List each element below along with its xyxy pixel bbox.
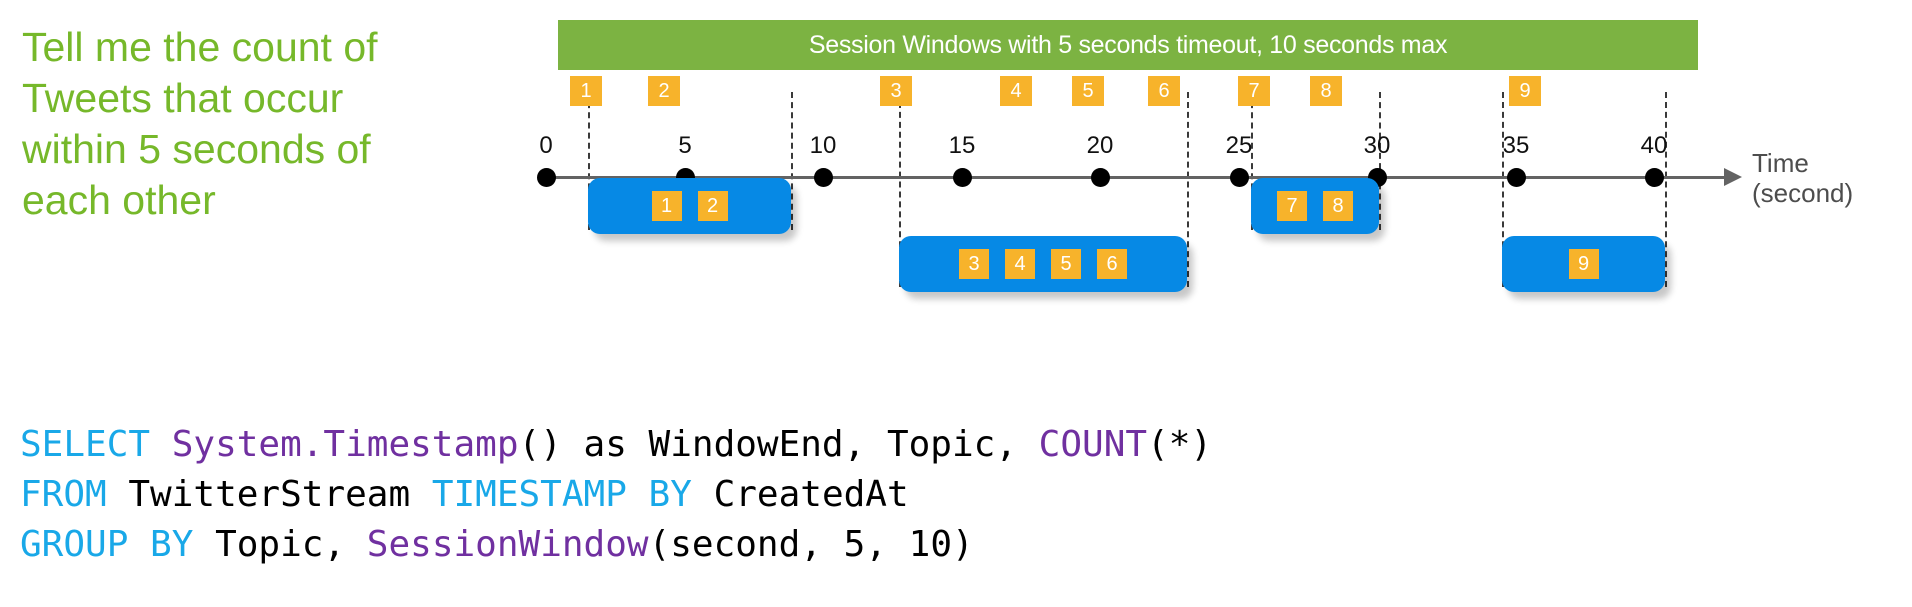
axis-tick-label-25: 25 <box>1225 132 1253 159</box>
axis-tick-label-5: 5 <box>678 132 692 159</box>
timeline-axis <box>546 176 1728 179</box>
sql-line: FROM TwitterStream TIMESTAMP BY CreatedA… <box>20 470 1212 520</box>
window-tweet-badge-4: 4 <box>1005 249 1035 279</box>
axis-dot-15 <box>953 168 972 187</box>
sql-token: (second, 5, 10) <box>648 524 974 565</box>
boundary-line <box>899 92 901 287</box>
axis-title-main: Time <box>1752 148 1809 178</box>
sql-token: (*) <box>1147 424 1213 465</box>
boundary-line <box>1502 92 1504 287</box>
boundary-line <box>1665 92 1667 287</box>
window-tweet-badge-2: 2 <box>697 191 728 221</box>
boundary-line <box>1187 92 1189 287</box>
prompt-text: Tell me the count of Tweets that occur w… <box>22 24 378 223</box>
sql-token: System.Timestamp <box>171 424 519 465</box>
axis-tick-label-40: 40 <box>1640 132 1668 159</box>
window-tweet-badge-1: 1 <box>651 191 682 221</box>
sql-token: FROM <box>20 474 129 515</box>
tweet-badge-9: 9 <box>1509 76 1541 106</box>
session-window-banner: Session Windows with 5 seconds timeout, … <box>558 20 1698 70</box>
axis-dot-20 <box>1091 168 1110 187</box>
axis-tick-label-20: 20 <box>1086 132 1114 159</box>
tweet-badge-2: 2 <box>648 76 680 106</box>
axis-dot-35 <box>1507 168 1526 187</box>
session-window-4: 9 <box>1502 236 1665 292</box>
window-tweet-badge-5: 5 <box>1051 249 1081 279</box>
sql-token: SessionWindow <box>366 524 649 565</box>
window-tweet-badge-7: 7 <box>1277 191 1307 221</box>
axis-title: Time (second) <box>1752 148 1853 208</box>
axis-dot-40 <box>1645 168 1664 187</box>
sql-line: GROUP BY Topic, SessionWindow(second, 5,… <box>20 520 1212 570</box>
axis-tick-label-15: 15 <box>948 132 976 159</box>
axis-title-unit: (second) <box>1752 178 1854 208</box>
sql-token: CreatedAt <box>713 474 909 515</box>
axis-dot-25 <box>1230 168 1249 187</box>
axis-tick-label-30: 30 <box>1363 132 1391 159</box>
window-tweet-badge-8: 8 <box>1323 191 1353 221</box>
axis-tick-label-35: 35 <box>1502 132 1530 159</box>
sql-token: GROUP BY <box>20 524 216 565</box>
axis-dot-10 <box>814 168 833 187</box>
tweet-badge-8: 8 <box>1310 76 1342 106</box>
sql-token: TIMESTAMP BY <box>431 474 714 515</box>
boundary-line <box>1251 92 1253 230</box>
boundary-line <box>791 92 793 230</box>
window-tweet-badge-3: 3 <box>959 249 989 279</box>
window-tweet-badge-6: 6 <box>1097 249 1127 279</box>
timeline-arrow-icon <box>1724 168 1742 186</box>
sql-token: COUNT <box>1038 424 1148 465</box>
sql-token: () as WindowEnd, Topic, <box>518 424 1039 465</box>
sql-token: TwitterStream <box>128 474 432 515</box>
boundary-line <box>588 92 590 230</box>
tweet-badge-7: 7 <box>1238 76 1270 106</box>
sql-query: SELECT System.Timestamp() as WindowEnd, … <box>20 420 1212 570</box>
axis-tick-label-0: 0 <box>539 132 553 159</box>
tweet-badge-5: 5 <box>1072 76 1104 106</box>
tweet-badge-1: 1 <box>570 76 602 106</box>
window-tweet-badge-9: 9 <box>1568 249 1599 279</box>
tweet-badge-6: 6 <box>1148 76 1180 106</box>
sql-token: Topic, <box>215 524 367 565</box>
axis-dot-0 <box>537 168 556 187</box>
sql-token: SELECT <box>20 424 172 465</box>
sql-line: SELECT System.Timestamp() as WindowEnd, … <box>20 420 1212 470</box>
tweet-badge-4: 4 <box>1000 76 1032 106</box>
boundary-line <box>1379 92 1381 230</box>
session-window-diagram: Session Windows with 5 seconds timeout, … <box>537 20 1853 292</box>
axis-tick-label-10: 10 <box>809 132 837 159</box>
tweet-badge-3: 3 <box>880 76 912 106</box>
